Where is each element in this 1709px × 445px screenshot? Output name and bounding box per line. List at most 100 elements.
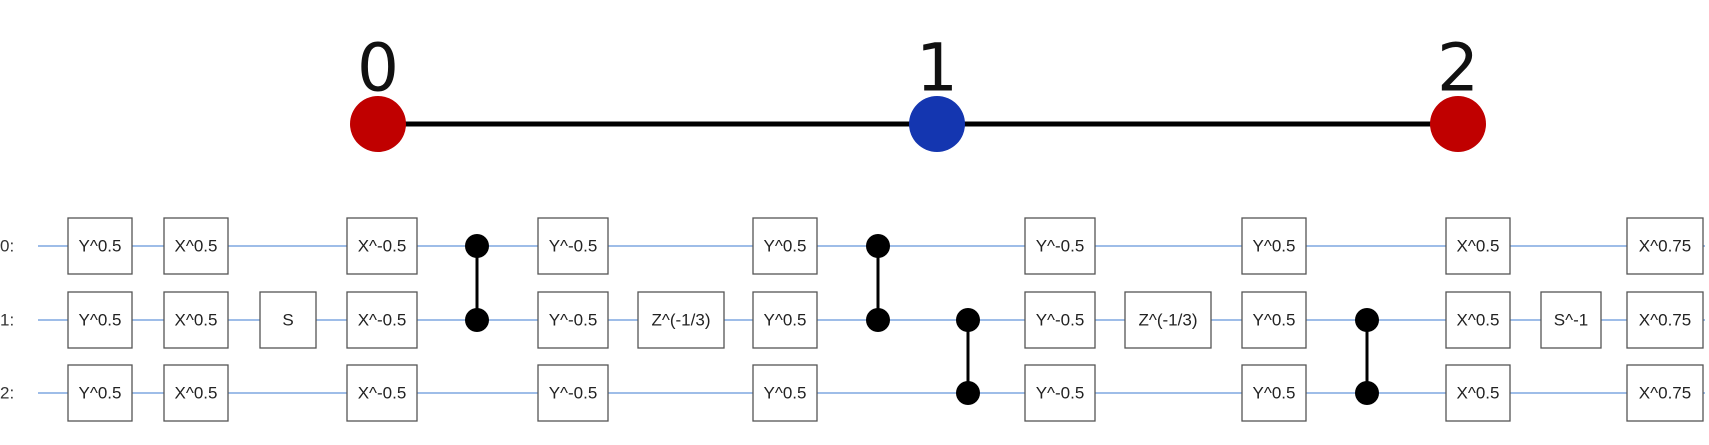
gate-label: X^0.5	[175, 237, 218, 256]
cz-gate	[866, 234, 890, 332]
gate-box	[1445, 364, 1511, 422]
gate: Y^-0.5	[537, 291, 609, 349]
cz-control-dot	[465, 308, 489, 332]
gate: S	[259, 291, 317, 349]
gate: Y^-0.5	[1024, 217, 1096, 275]
gate: Y^0.5	[752, 217, 818, 275]
gate: X^0.75	[1626, 364, 1704, 422]
gate: Y^0.5	[67, 364, 133, 422]
gate: Z^(-1/3)	[637, 291, 725, 349]
gate-box	[537, 291, 609, 349]
qubit-topology: 0 1 2	[350, 30, 1486, 152]
gate-box	[163, 217, 229, 275]
cz-control-dot	[866, 234, 890, 258]
gate: Y^-0.5	[537, 217, 609, 275]
topology-node-label-0: 0	[357, 30, 399, 107]
gate-box	[1626, 364, 1704, 422]
gate: X^0.5	[163, 364, 229, 422]
gate-box	[1626, 217, 1704, 275]
cz-control-dot	[1355, 308, 1379, 332]
gate-box	[1445, 217, 1511, 275]
gate-box	[67, 291, 133, 349]
gate: Y^-0.5	[1024, 291, 1096, 349]
gate: X^-0.5	[346, 364, 418, 422]
cz-control-dot	[866, 308, 890, 332]
gate-label: Y^-0.5	[1036, 237, 1085, 256]
gate-label: Y^-0.5	[549, 311, 598, 330]
gate-box	[1024, 217, 1096, 275]
gate: X^-0.5	[346, 217, 418, 275]
gate: Z^(-1/3)	[1124, 291, 1212, 349]
gate-box	[1445, 291, 1511, 349]
gate-box	[1124, 291, 1212, 349]
topology-node-label-1: 1	[916, 30, 958, 107]
gate-label: Z^(-1/3)	[652, 311, 711, 330]
gate-box	[346, 217, 418, 275]
topology-node-1	[909, 96, 965, 152]
gate-box	[752, 364, 818, 422]
gate-box	[163, 291, 229, 349]
gate: X^0.5	[1445, 291, 1511, 349]
gate-box	[1241, 291, 1307, 349]
gate: Y^0.5	[752, 364, 818, 422]
gate-label: X^0.5	[175, 384, 218, 403]
cz-control-dot	[1355, 381, 1379, 405]
gate-label: Y^0.5	[79, 311, 122, 330]
gate-box	[346, 364, 418, 422]
single-qubit-gates: Y^0.5Y^0.5Y^0.5X^0.5X^0.5X^0.5SX^-0.5X^-…	[67, 217, 1704, 422]
gate: Y^-0.5	[1024, 364, 1096, 422]
gate-label: Y^0.5	[764, 384, 807, 403]
gate-box	[346, 291, 418, 349]
gate-label: X^-0.5	[358, 311, 407, 330]
gate-box	[637, 291, 725, 349]
topology-node-0	[350, 96, 406, 152]
gate-box	[752, 291, 818, 349]
gate-box	[1241, 364, 1307, 422]
gate-label: X^0.5	[175, 311, 218, 330]
gate-box	[1540, 291, 1602, 349]
gate-label: Y^0.5	[1253, 384, 1296, 403]
gate-box	[537, 364, 609, 422]
gate-box	[1241, 217, 1307, 275]
gate: Y^0.5	[1241, 291, 1307, 349]
gate-label: X^-0.5	[358, 237, 407, 256]
gate-label: Y^-0.5	[549, 384, 598, 403]
gate-box	[1024, 364, 1096, 422]
qubit-label-1: 1:	[0, 311, 14, 330]
controlled-z-gates	[465, 234, 1379, 405]
qubit-label-0: 0:	[0, 237, 14, 256]
cz-gate	[1355, 308, 1379, 405]
gate: X^0.5	[163, 291, 229, 349]
gate-box	[752, 217, 818, 275]
topology-node-label-2: 2	[1437, 30, 1479, 107]
gate-label: X^0.5	[1457, 237, 1500, 256]
gate-label: X^-0.5	[358, 384, 407, 403]
gate: Y^0.5	[67, 291, 133, 349]
gate: X^-0.5	[346, 291, 418, 349]
gate-label: X^0.75	[1639, 384, 1691, 403]
gate: Y^0.5	[1241, 364, 1307, 422]
gate-label: Y^0.5	[79, 237, 122, 256]
gate-label: Y^0.5	[764, 311, 807, 330]
gate: Y^0.5	[67, 217, 133, 275]
gate-label: S^-1	[1554, 311, 1588, 330]
gate: Y^0.5	[752, 291, 818, 349]
cz-gate	[956, 308, 980, 405]
gate-label: Y^0.5	[764, 237, 807, 256]
gate-label: Y^0.5	[1253, 237, 1296, 256]
gate: Y^-0.5	[537, 364, 609, 422]
gate: S^-1	[1540, 291, 1602, 349]
gate-box	[67, 217, 133, 275]
gate: X^0.75	[1626, 291, 1704, 349]
gate: X^0.5	[163, 217, 229, 275]
gate-box	[67, 364, 133, 422]
gate-label: Y^0.5	[79, 384, 122, 403]
cz-control-dot	[956, 308, 980, 332]
gate-label: Y^0.5	[1253, 311, 1296, 330]
gate-box	[259, 291, 317, 349]
cz-control-dot	[465, 234, 489, 258]
gate: X^0.75	[1626, 217, 1704, 275]
gate-label: Y^-0.5	[549, 237, 598, 256]
gate: X^0.5	[1445, 217, 1511, 275]
